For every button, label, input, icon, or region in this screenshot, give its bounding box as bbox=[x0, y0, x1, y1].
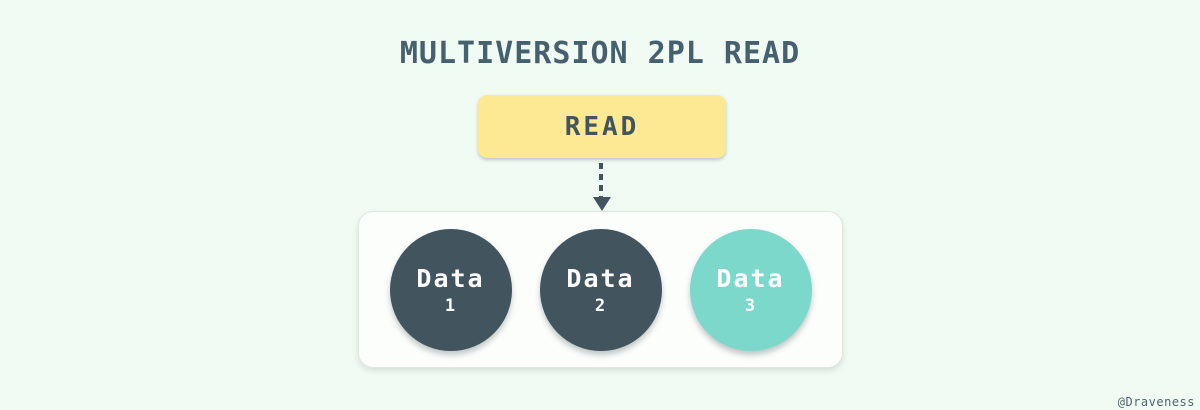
data-node-2-label: Data bbox=[566, 263, 635, 293]
data-node-3: Data 3 bbox=[689, 228, 812, 351]
read-node: READ bbox=[478, 95, 726, 158]
arrow-stem bbox=[599, 163, 603, 197]
data-node-1-number: 1 bbox=[444, 295, 457, 316]
data-node-2: Data 2 bbox=[539, 228, 662, 351]
data-node-3-number: 3 bbox=[744, 295, 757, 316]
data-node-1-label: Data bbox=[416, 263, 485, 293]
read-node-label: READ bbox=[564, 111, 640, 142]
data-node-3-label: Data bbox=[716, 263, 785, 293]
data-node-2-number: 2 bbox=[594, 295, 607, 316]
data-node-1: Data 1 bbox=[389, 228, 512, 351]
arrow-down-icon bbox=[593, 197, 611, 211]
diagram-title: MULTIVERSION 2PL READ bbox=[399, 36, 801, 71]
data-store-container: Data 1 Data 2 Data 3 bbox=[358, 211, 843, 368]
watermark: @Draveness bbox=[1117, 395, 1195, 409]
